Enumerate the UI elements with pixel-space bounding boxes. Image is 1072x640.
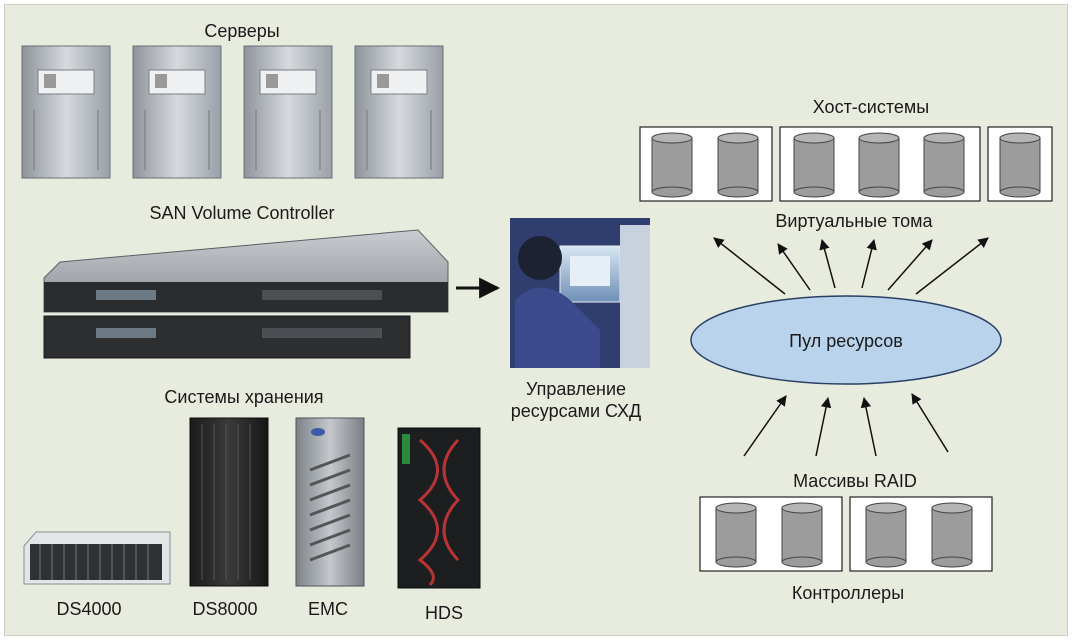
label-ds8000: DS8000 <box>192 599 258 619</box>
ds4000-device <box>23 531 171 585</box>
raid-to-pool-arrows <box>743 393 949 457</box>
label-ds4000: DS4000 <box>56 599 122 619</box>
disk-icon <box>651 132 693 198</box>
emc-device <box>295 417 365 587</box>
disk-icon <box>923 132 965 198</box>
disk-icon <box>858 132 900 198</box>
controller-box-1 <box>699 496 843 572</box>
disk-icon <box>999 132 1041 198</box>
label-controllers: Контроллеры <box>791 583 905 603</box>
label-resource-pool: Пул ресурсов <box>789 331 903 351</box>
hds-device <box>397 427 481 589</box>
host-box-1 <box>639 126 773 202</box>
server-4 <box>354 45 444 179</box>
server-1 <box>21 45 111 179</box>
disk-icon <box>931 502 973 568</box>
label-storage-systems: Системы хранения <box>164 387 324 407</box>
disk-icon <box>715 502 757 568</box>
label-virtual-volumes: Виртуальные тома <box>775 211 933 231</box>
label-host-systems: Хост-системы <box>812 97 930 117</box>
host-box-2 <box>779 126 981 202</box>
server-2 <box>132 45 222 179</box>
label-servers: Серверы <box>204 21 280 41</box>
svc-unit-bottom <box>43 315 411 359</box>
disk-icon <box>717 132 759 198</box>
disk-icon <box>793 132 835 198</box>
management-photo <box>510 218 650 368</box>
label-management-line1: Управление <box>525 379 627 399</box>
label-emc: EMC <box>308 599 348 619</box>
disk-icon <box>865 502 907 568</box>
label-raid-arrays: Массивы RAID <box>793 471 917 491</box>
label-management-line2: ресурсами СХД <box>510 401 642 421</box>
server-3 <box>243 45 333 179</box>
ds8000-device <box>189 417 269 587</box>
resource-pool-ellipse <box>690 295 1002 385</box>
label-hds: HDS <box>424 603 463 623</box>
controller-box-2 <box>849 496 993 572</box>
svc-unit-top <box>43 229 449 313</box>
label-svc: SAN Volume Controller <box>149 203 335 223</box>
pool-to-volumes-arrows <box>713 237 989 295</box>
host-box-3 <box>987 126 1053 202</box>
disk-icon <box>781 502 823 568</box>
